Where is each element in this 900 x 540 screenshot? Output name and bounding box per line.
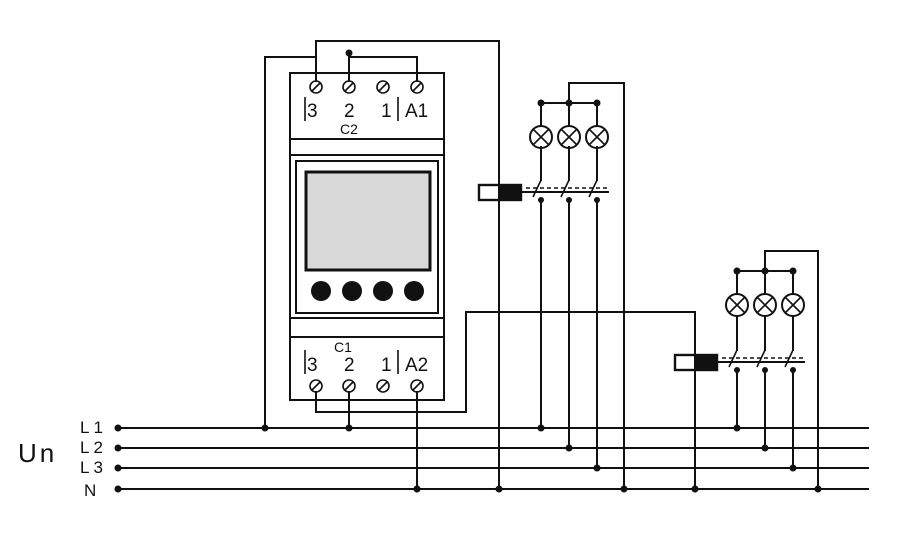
lamp-icon	[725, 293, 749, 317]
top-terminal-2: 2	[344, 101, 355, 122]
bottom-channel-label: C1	[334, 339, 352, 355]
device-wiring	[261, 40, 699, 493]
bottom-terminal-2: 2	[344, 355, 355, 376]
top-terminal-3: 3	[307, 101, 318, 122]
device-button[interactable]	[404, 281, 424, 301]
timer-device: 3 2 1 A1 C2 C1 3 2 1 A2	[289, 72, 445, 401]
supply-label: Un	[18, 438, 57, 468]
bus-l2-start-dot	[114, 444, 122, 452]
wire-c1-3	[315, 311, 696, 490]
bus-l3-start-dot	[114, 464, 122, 472]
contactor-poles	[532, 179, 598, 198]
lamp-icon	[557, 125, 581, 149]
lamp-icon	[529, 125, 553, 149]
phase-label-l1: L 1	[80, 418, 103, 437]
bus-n-start-dot	[114, 485, 122, 493]
bottom-contact-bracket	[304, 350, 399, 374]
lamp-icon	[781, 293, 805, 317]
display-screen	[304, 170, 432, 272]
bottom-terminal-1: 1	[381, 355, 392, 376]
wire-a1	[348, 56, 418, 82]
bottom-terminal-3: 3	[307, 355, 318, 376]
device-outline	[289, 72, 445, 401]
phase-label-n: N	[84, 481, 96, 500]
top-contact-bracket	[304, 97, 399, 121]
top-terminal-screws	[309, 80, 424, 94]
top-channel-label: C2	[340, 121, 358, 137]
device-button[interactable]	[342, 281, 362, 301]
contactor-lower	[673, 250, 822, 493]
bottom-terminal-a2: A2	[405, 355, 428, 376]
top-terminal-a1: A1	[405, 101, 428, 122]
lamp-icon	[585, 125, 609, 149]
front-panel	[295, 160, 439, 314]
lamp-neutral-lower	[764, 250, 819, 490]
phase-label-l2: L 2	[80, 438, 103, 457]
contactor-poles	[728, 349, 794, 368]
contactor-upper	[477, 82, 628, 493]
top-terminal-1: 1	[381, 101, 392, 122]
phase-label-l3: L 3	[80, 458, 103, 477]
lamp-icon	[753, 293, 777, 317]
wire-l1-feed	[264, 56, 317, 429]
device-button[interactable]	[311, 281, 331, 301]
lamp-neutral-upper	[568, 82, 625, 490]
device-button[interactable]	[373, 281, 393, 301]
wire-top-bridge	[315, 40, 500, 490]
supply-bus	[114, 424, 869, 493]
bus-l1-start-dot	[114, 424, 122, 432]
bottom-terminal-screws	[309, 379, 424, 393]
